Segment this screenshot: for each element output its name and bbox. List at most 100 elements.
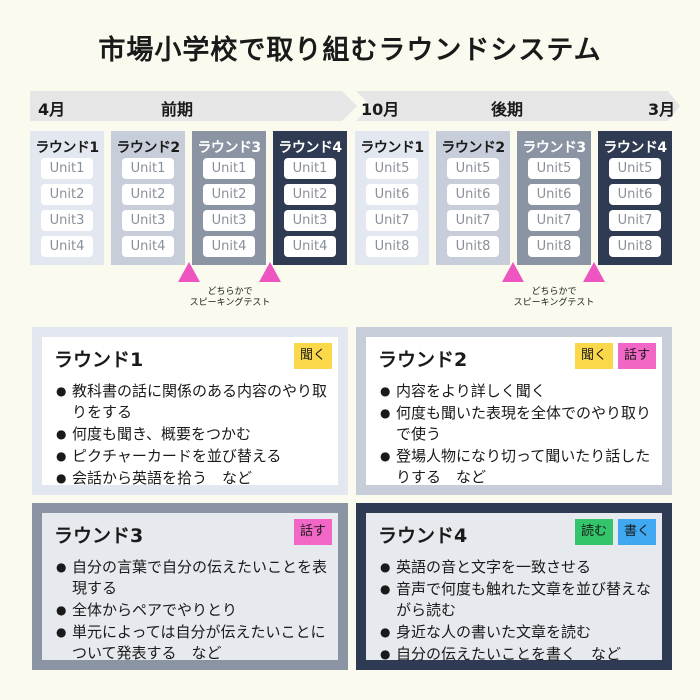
round-title: ラウンド1: [360, 140, 424, 156]
round-title: ラウンド4: [278, 140, 342, 156]
timeline-label-second-half: 後期: [491, 100, 524, 119]
speaking-test-note: どちらかで スピーキングテスト: [170, 287, 290, 309]
listen-tag: 聞く: [293, 343, 332, 369]
round-title: ラウンド3: [522, 140, 586, 156]
unit-chip: Unit2: [122, 184, 174, 205]
card-body: ラウンド3 話す 自分の言葉で自分の伝えたいことを表現する 全体からペアでやりと…: [42, 513, 338, 662]
list-item: 内容をより詳しく聞く: [380, 381, 654, 402]
unit-chip: Unit1: [203, 158, 255, 179]
unit-chip: Unit7: [447, 210, 499, 231]
activity-list: 英語の音と文字を一致させる 音声で何度も触れた文章を並び替えながら読む 身近な人…: [380, 557, 654, 666]
timeline-arrows: [30, 91, 680, 121]
unit-chip: Unit2: [284, 184, 336, 205]
round-column: ラウンド2 Unit1 Unit2 Unit3 Unit4: [111, 131, 185, 265]
round-column: ラウンド1 Unit5 Unit6 Unit7 Unit8: [355, 131, 429, 265]
round3-card: ラウンド3 話す 自分の言葉で自分の伝えたいことを表現する 全体からペアでやりと…: [32, 503, 348, 670]
activity-list: 教科書の話に関係のある内容のやり取りをする 何度も聞き、概要をつかむ ピクチャー…: [56, 381, 330, 490]
read-tag: 読む: [574, 519, 613, 545]
activity-list: 内容をより詳しく聞く 何度も聞いた表現を全体でのやり取りで使う 登場人物になり切…: [380, 381, 654, 489]
list-item: 何度も聞き、概要をつかむ: [56, 424, 330, 445]
unit-chip: Unit4: [284, 236, 336, 257]
unit-chip: Unit5: [447, 158, 499, 179]
round-column: ラウンド4 Unit5 Unit6 Unit7 Unit8: [598, 131, 672, 265]
list-item: 音声で何度も触れた文章を並び替えながら読む: [380, 579, 654, 621]
round-title: ラウンド4: [603, 140, 667, 156]
list-item: 会話から英語を拾う など: [56, 468, 330, 489]
unit-chip: Unit4: [203, 236, 255, 257]
skill-tags: 聞く: [293, 343, 332, 369]
second-half-arrow: [356, 91, 680, 121]
unit-chip: Unit8: [447, 236, 499, 257]
list-item: 自分の言葉で自分の伝えたいことを表現する: [56, 557, 330, 599]
unit-chip: Unit3: [41, 210, 93, 231]
round-column: ラウンド3 Unit5 Unit6 Unit7 Unit8: [517, 131, 591, 265]
list-item: 単元によっては自分が伝えたいことについて発表する など: [56, 622, 330, 664]
list-item: 身近な人の書いた文章を読む: [380, 622, 654, 643]
page-title: 市場小学校で取り組むラウンドシステム: [98, 35, 602, 66]
triangle-marker-icon: [259, 262, 281, 282]
unit-chip: Unit6: [528, 184, 580, 205]
card-body: ラウンド4 読む 書く 英語の音と文字を一致させる 音声で何度も触れた文章を並び…: [366, 513, 662, 665]
speaking-test-line1: どちらかで: [531, 287, 577, 297]
unit-chip: Unit3: [203, 210, 255, 231]
round-title: ラウンド2: [116, 140, 180, 156]
list-item: 登場人物になり切って聞いたり話したりする など: [380, 446, 654, 488]
unit-chip: Unit6: [447, 184, 499, 205]
unit-chip: Unit3: [284, 210, 336, 231]
unit-chip: Unit7: [528, 210, 580, 231]
unit-chip: Unit1: [122, 158, 174, 179]
card-title: ラウンド3: [54, 525, 144, 547]
card-title: ラウンド1: [54, 349, 144, 371]
unit-chip: Unit5: [366, 158, 418, 179]
speaking-test-line1: どちらかで: [207, 287, 253, 297]
skill-tags: 話す: [293, 519, 332, 545]
timeline-label-first-half: 前期: [161, 100, 194, 119]
round4-card: ラウンド4 読む 書く 英語の音と文字を一致させる 音声で何度も触れた文章を並び…: [356, 503, 672, 670]
speaking-test-line2: スピーキングテスト: [513, 298, 595, 308]
card-title: ラウンド2: [378, 349, 468, 371]
list-item: 教科書の話に関係のある内容のやり取りをする: [56, 381, 330, 423]
round1-card: ラウンド1 聞く 教科書の話に関係のある内容のやり取りをする 何度も聞き、概要を…: [32, 327, 348, 495]
unit-chip: Unit8: [366, 236, 418, 257]
write-tag: 書く: [617, 519, 656, 545]
list-item: 自分の伝えたいことを書く など: [380, 644, 654, 665]
list-item: 英語の音と文字を一致させる: [380, 557, 654, 578]
card-title: ラウンド4: [378, 525, 468, 547]
first-half-arrow: [30, 91, 357, 121]
round-title: ラウンド1: [35, 140, 99, 156]
speaking-test-line2: スピーキングテスト: [189, 298, 271, 308]
listen-tag: 聞く: [574, 343, 613, 369]
unit-chip: Unit7: [366, 210, 418, 231]
skill-tags: 読む 書く: [574, 519, 656, 545]
unit-chip: Unit5: [609, 158, 661, 179]
activity-list: 自分の言葉で自分の伝えたいことを表現する 全体からペアでやりとり 単元によっては…: [56, 557, 330, 665]
skill-tags: 聞く 話す: [574, 343, 656, 369]
speak-tag: 話す: [293, 519, 332, 545]
speaking-test-note: どちらかで スピーキングテスト: [494, 287, 614, 309]
round-title: ラウンド2: [441, 140, 505, 156]
list-item: 全体からペアでやりとり: [56, 600, 330, 621]
unit-chip: Unit1: [284, 158, 336, 179]
unit-chip: Unit6: [609, 184, 661, 205]
round-schedule: ラウンド1 Unit1 Unit2 Unit3 Unit4 ラウンド2 Unit…: [30, 131, 680, 265]
list-item: 何度も聞いた表現を全体でのやり取りで使う: [380, 403, 654, 445]
triangle-marker-icon: [583, 262, 605, 282]
timeline-label-april: 4月: [38, 100, 66, 119]
unit-chip: Unit8: [528, 236, 580, 257]
round-column: ラウンド1 Unit1 Unit2 Unit3 Unit4: [30, 131, 104, 265]
speak-tag: 話す: [617, 343, 656, 369]
unit-chip: Unit1: [41, 158, 93, 179]
card-body: ラウンド1 聞く 教科書の話に関係のある内容のやり取りをする 何度も聞き、概要を…: [42, 337, 338, 489]
unit-chip: Unit6: [366, 184, 418, 205]
round-column: ラウンド3 Unit1 Unit2 Unit3 Unit4: [192, 131, 266, 265]
round-column: ラウンド4 Unit1 Unit2 Unit3 Unit4: [273, 131, 347, 265]
card-body: ラウンド2 聞く 話す 内容をより詳しく聞く 何度も聞いた表現を全体でのやり取り…: [366, 337, 662, 486]
round2-card: ラウンド2 聞く 話す 内容をより詳しく聞く 何度も聞いた表現を全体でのやり取り…: [356, 327, 672, 495]
timeline-label-october: 10月: [361, 100, 400, 119]
triangle-marker-icon: [502, 262, 524, 282]
unit-chip: Unit4: [122, 236, 174, 257]
triangle-marker-icon: [178, 262, 200, 282]
timeline-label-march: 3月: [648, 100, 676, 119]
round-title: ラウンド3: [197, 140, 261, 156]
unit-chip: Unit4: [41, 236, 93, 257]
